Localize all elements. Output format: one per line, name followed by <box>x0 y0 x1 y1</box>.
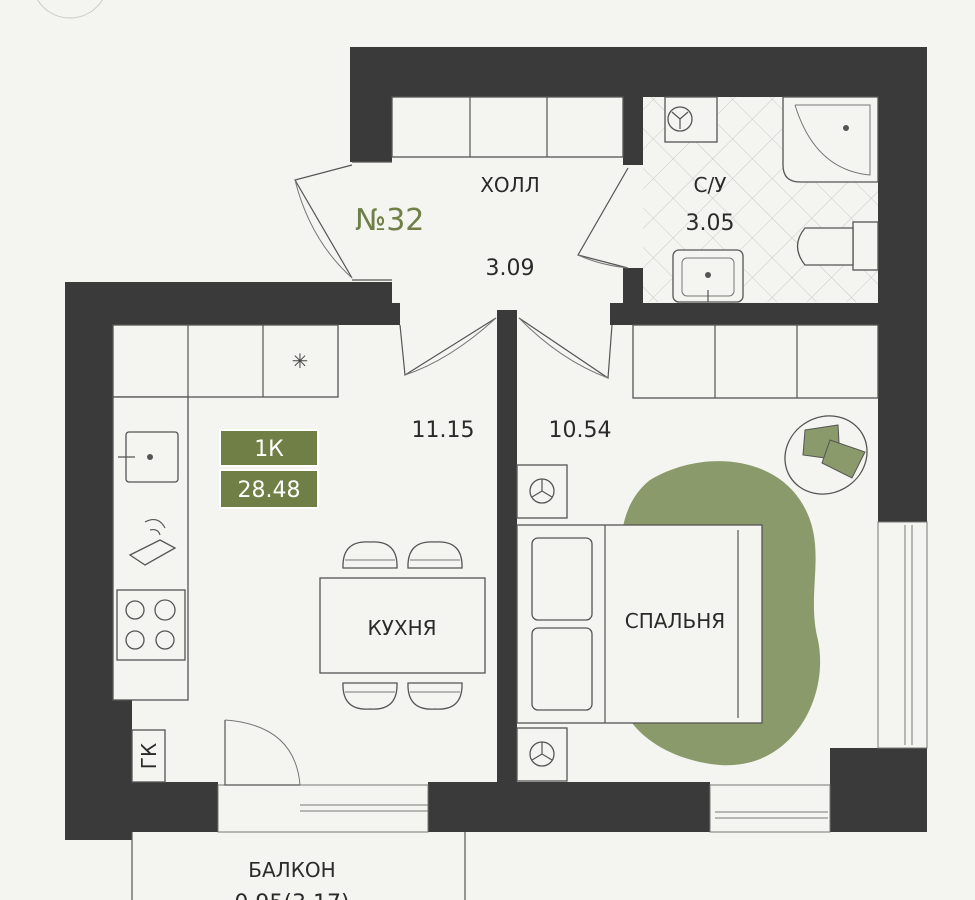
double-bed <box>516 524 763 724</box>
toilet-icon <box>796 227 854 266</box>
apartment-total-area: 28.48 <box>238 478 301 503</box>
toilet-tank <box>852 221 879 271</box>
hall-wardrobe <box>391 96 624 158</box>
walls <box>65 47 927 840</box>
doors <box>224 161 629 786</box>
cooktop <box>116 589 186 661</box>
apartment-badge: 1К 28.48 <box>219 429 319 509</box>
bathroom-area: 3.05 <box>686 211 735 236</box>
kitchen-name: КУХНЯ <box>367 616 436 640</box>
corner-circle-decoration <box>36 0 104 19</box>
bedroom-area: 10.54 <box>549 418 612 443</box>
windows <box>217 521 928 833</box>
apartment-number: №32 <box>355 203 424 238</box>
nightstand-top <box>516 464 568 519</box>
balcony-area: 0.95(3.17) <box>234 891 349 900</box>
bathroom-fixtures <box>664 96 879 303</box>
snowflake-icon: ✳ <box>292 349 309 373</box>
hall-name: ХОЛЛ <box>480 173 540 197</box>
armchair-icon <box>784 415 868 495</box>
closet-name: ГК <box>137 743 161 769</box>
bedroom-wardrobe <box>632 324 879 399</box>
nightstand-bottom <box>516 727 568 782</box>
dining-table <box>319 541 486 710</box>
balcony <box>131 832 466 900</box>
cutting-board-icon <box>128 518 177 566</box>
bedroom-name: СПАЛЬНЯ <box>625 609 725 633</box>
apartment-type: 1К <box>254 437 284 462</box>
shower-tray <box>782 96 879 183</box>
bathroom-name: С/У <box>694 173 727 197</box>
kitchen-sink <box>118 431 179 483</box>
kitchen-area: 11.15 <box>412 418 475 443</box>
balcony-name: БАЛКОН <box>248 858 335 882</box>
closet-gk <box>131 729 166 783</box>
hall-area: 3.09 <box>486 256 535 281</box>
